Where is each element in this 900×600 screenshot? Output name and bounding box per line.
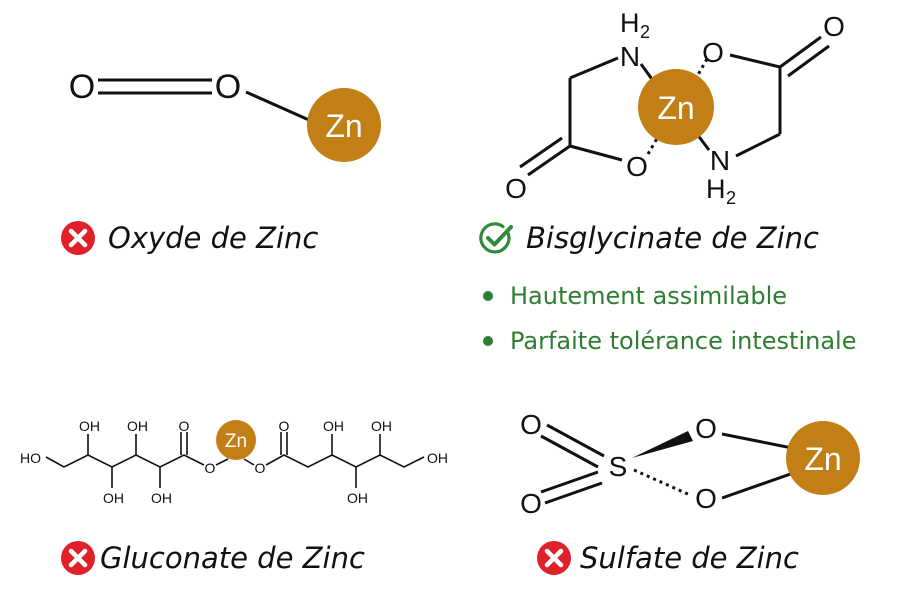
check-circle-icon xyxy=(479,222,513,254)
benefit-text: Parfaite tolérance intestinale xyxy=(510,327,857,355)
atom-o: O xyxy=(626,151,648,182)
atom-zn: Zn xyxy=(225,431,247,452)
group-oh: OH xyxy=(427,450,448,466)
group-oh: OH xyxy=(79,418,100,434)
atom-o: O xyxy=(279,418,290,434)
atom-o: O xyxy=(695,483,717,514)
atom-o: O xyxy=(702,37,724,68)
atom-o: O xyxy=(205,460,216,476)
group-oh: OH xyxy=(103,490,124,506)
caption-gluconate: Gluconate de Zinc xyxy=(60,540,365,576)
atom-zn: Zn xyxy=(325,108,362,144)
group-oh: OH xyxy=(323,418,344,434)
atom-h: H xyxy=(620,8,640,38)
caption-sulfate: Sulfate de Zinc xyxy=(536,540,799,576)
bisglycinate-structure: H 2 N O O O O N H 2 Zn xyxy=(505,8,845,208)
atom-o: O xyxy=(255,460,266,476)
benefit-item: Parfaite tolérance intestinale xyxy=(478,323,857,368)
atom-s: S xyxy=(609,451,628,482)
atom-o: O xyxy=(215,68,241,106)
subscript-2: 2 xyxy=(640,22,650,42)
atom-o: O xyxy=(823,11,845,42)
atom-o: O xyxy=(520,488,542,519)
zinc-atom xyxy=(638,69,714,145)
atom-n: N xyxy=(710,145,730,176)
atom-zn: Zn xyxy=(804,441,841,477)
subscript-2: 2 xyxy=(726,188,736,208)
compound-name: Bisglycinate de Zinc xyxy=(526,221,819,255)
compound-name: Oxyde de Zinc xyxy=(108,221,319,255)
gluconate-structure: HO OH OH OH OH O O O O OH OH OH OH Zn xyxy=(20,418,448,506)
atom-zn: Zn xyxy=(657,90,694,126)
group-oh: OH xyxy=(347,490,368,506)
atom-o: O xyxy=(179,418,190,434)
group-oh: OH xyxy=(127,418,148,434)
atom-o: O xyxy=(520,409,542,440)
compound-name: Sulfate de Zinc xyxy=(580,541,799,575)
group-ho: HO xyxy=(20,450,41,466)
zinc-atom xyxy=(307,88,381,162)
zinc-atom xyxy=(786,421,860,495)
x-circle-icon xyxy=(61,221,95,255)
atom-o: O xyxy=(505,173,527,204)
bullet-dot xyxy=(483,336,493,346)
group-oh: OH xyxy=(371,418,392,434)
atom-n: N xyxy=(620,41,640,72)
compound-name: Gluconate de Zinc xyxy=(100,541,365,575)
x-circle-icon xyxy=(537,541,571,575)
atom-o: O xyxy=(695,413,717,444)
benefit-list: Hautement assimilable Parfaite tolérance… xyxy=(478,278,857,368)
atom-h: H xyxy=(706,174,726,204)
bullet-dot xyxy=(483,291,493,301)
benefit-text: Hautement assimilable xyxy=(510,282,788,310)
benefit-item: Hautement assimilable xyxy=(478,278,857,323)
caption-bisglycinate: Bisglycinate de Zinc xyxy=(478,220,819,256)
sulfate-structure: O O S O O Zn xyxy=(520,409,860,519)
zinc-atom xyxy=(216,420,256,460)
x-circle-icon xyxy=(61,541,95,575)
group-oh: OH xyxy=(151,490,172,506)
caption-oxyde: Oxyde de Zinc xyxy=(60,220,318,256)
atom-o: O xyxy=(69,68,95,106)
oxyde-structure: O O Zn xyxy=(69,68,381,162)
wedge-bond xyxy=(632,431,693,458)
